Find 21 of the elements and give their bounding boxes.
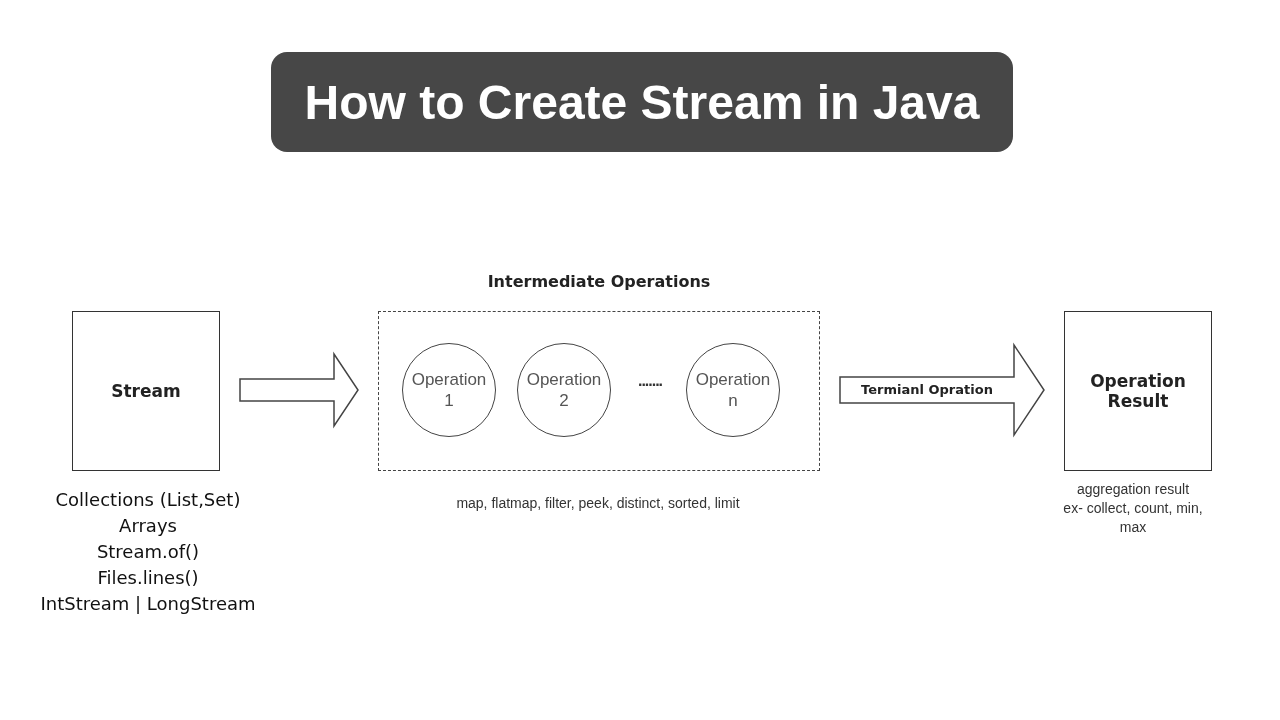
title-banner: How to Create Stream in Java	[271, 52, 1013, 152]
edge-label: Termianl Opration	[860, 381, 994, 399]
process-box	[1064, 311, 1212, 471]
caption-text: IntStream | LongStream	[39, 592, 257, 616]
caption-text: ex- collect, count, min, max	[1062, 499, 1204, 537]
caption-text: Arrays	[118, 514, 178, 538]
group-title: Intermediate Operations	[486, 272, 712, 291]
box-label: Operation Result	[1089, 371, 1187, 411]
caption-text: Files.lines()	[96, 566, 200, 590]
operation-circle: Operation 1	[402, 343, 496, 437]
caption-text: Collections (List,Set)	[54, 488, 242, 512]
caption-text: map, flatmap, filter, peek, distinct, sorted, limit	[455, 494, 741, 512]
operation-circle: Operation n	[686, 343, 780, 437]
box-label: Stream	[110, 381, 182, 401]
ellipsis-text: .......	[636, 372, 664, 390]
block-arrow	[839, 342, 1045, 438]
block-arrow	[239, 351, 359, 429]
caption-text: Stream.of()	[95, 540, 201, 564]
process-box	[72, 311, 220, 471]
caption-text: aggregation result	[1075, 480, 1191, 499]
operation-circle: Operation 2	[517, 343, 611, 437]
